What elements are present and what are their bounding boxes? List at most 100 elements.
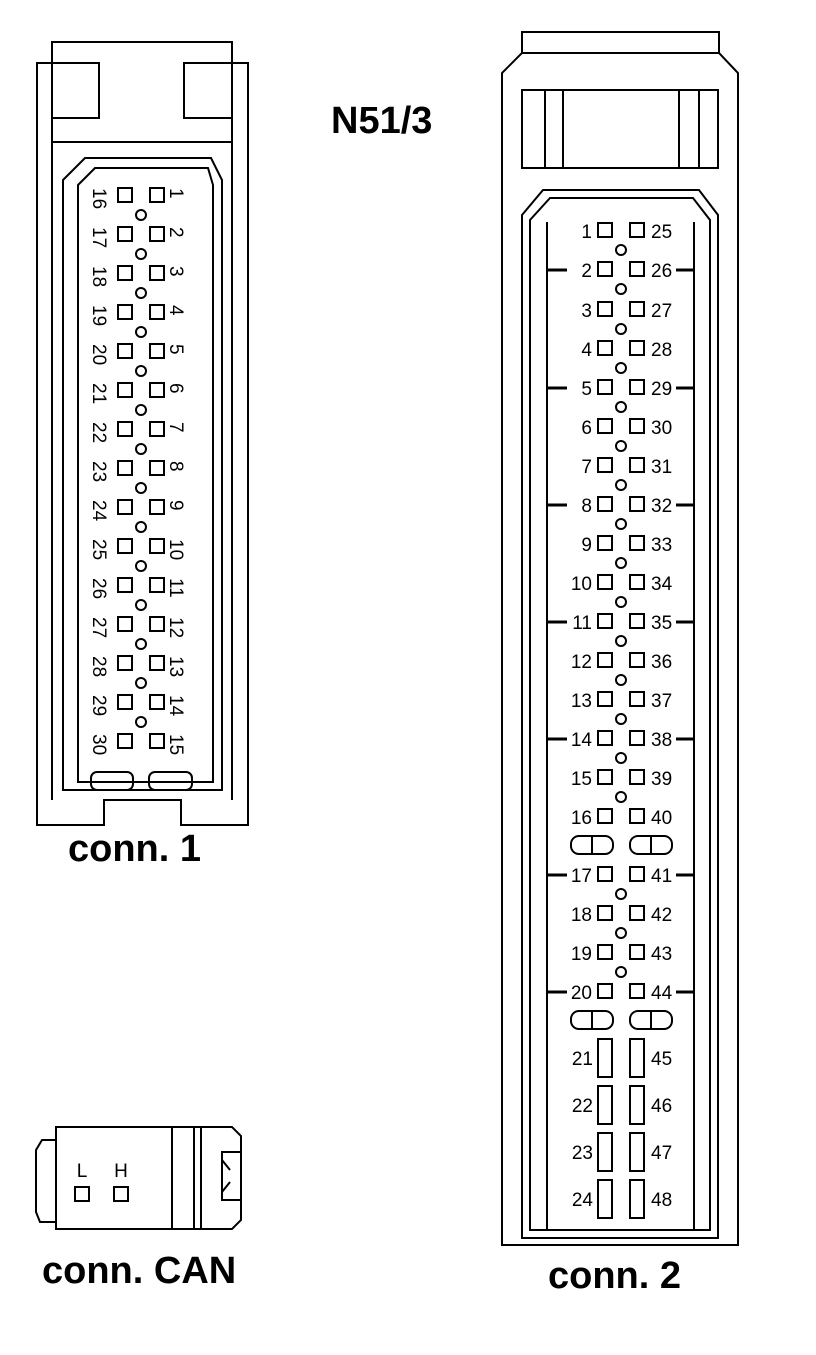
conn2-pin-label-17: 17 <box>571 866 592 887</box>
conn2-pin-4 <box>597 340 613 356</box>
conn2-polarization-dot <box>615 791 627 803</box>
conn2-pin-39 <box>629 769 645 785</box>
conn1-latch-left <box>51 62 100 119</box>
conn2-polarization-dot <box>615 927 627 939</box>
conn1-pin-label-7: 7 <box>165 422 186 433</box>
conn1-pin-label-5: 5 <box>165 344 186 355</box>
conn2-pin-label-23: 23 <box>572 1143 593 1164</box>
conn2-pin-23 <box>597 1132 613 1172</box>
conn2-pin-label-10: 10 <box>571 574 592 595</box>
conn1-pin-label-11: 11 <box>165 578 186 598</box>
conn1-polarization-dot <box>135 638 147 650</box>
can-latch <box>221 1151 241 1201</box>
conn2-pin-field-inner <box>529 197 711 1231</box>
conn2-polarization-dot <box>615 596 627 608</box>
conn1-polarization-dot <box>135 326 147 338</box>
conn1-pin-label-14: 14 <box>165 695 186 717</box>
can-housing <box>35 1126 242 1230</box>
conn1-polarization-dot <box>135 482 147 494</box>
conn2-pin-label-11: 11 <box>572 613 592 634</box>
conn2-pin-41 <box>629 866 645 882</box>
conn1-polarization-dot <box>135 443 147 455</box>
conn2-pin-44 <box>629 983 645 999</box>
can-latch-detail <box>221 1181 231 1193</box>
conn2-pin-22 <box>597 1085 613 1125</box>
conn1-polarization-dot <box>135 677 147 689</box>
conn2-pin-label-41: 41 <box>651 866 672 887</box>
conn2-pin-label-30: 30 <box>651 418 672 439</box>
conn1-pin-15 <box>149 733 165 749</box>
conn2-pin-7 <box>597 457 613 473</box>
conn1-pin-27 <box>117 616 133 632</box>
conn1-pin-9 <box>149 499 165 515</box>
conn1-pin-label-10: 10 <box>165 539 186 560</box>
conn2-pin-label-42: 42 <box>651 905 672 926</box>
conn2-pin-30 <box>629 418 645 434</box>
conn1-housing <box>36 41 249 826</box>
conn1-pin-18 <box>117 265 133 281</box>
conn2-polarization-dot <box>615 323 627 335</box>
conn2-pin-3 <box>597 301 613 317</box>
conn2-pin-label-7: 7 <box>581 457 592 478</box>
conn1-pin-13 <box>149 655 165 671</box>
conn1-pin-label-25: 25 <box>88 539 109 560</box>
conn2-housing <box>501 31 739 1246</box>
conn1-pin-8 <box>149 460 165 476</box>
conn2-polarization-dot <box>615 440 627 452</box>
conn2-pin-14 <box>597 730 613 746</box>
conn1-pin-21 <box>117 382 133 398</box>
conn2-pin-17 <box>597 866 613 882</box>
conn2-polarization-dot <box>615 362 627 374</box>
conn2-pin-5 <box>597 379 613 395</box>
conn2-pin-25 <box>629 222 645 238</box>
conn2-pin-label-16: 16 <box>571 808 592 829</box>
conn2-pin-label-25: 25 <box>651 222 672 243</box>
conn1-pin-11 <box>149 577 165 593</box>
conn1-pin-29 <box>117 694 133 710</box>
conn2-pin-20 <box>597 983 613 999</box>
conn1-polarization-dot <box>135 599 147 611</box>
conn1-polarization-dot <box>135 287 147 299</box>
conn2-polarization-dot <box>615 479 627 491</box>
conn1-pin-label-13: 13 <box>165 656 186 677</box>
conn1-pin-label-9: 9 <box>165 500 186 511</box>
conn1-pin-28 <box>117 655 133 671</box>
conn1-pin-label-29: 29 <box>88 695 109 716</box>
conn2-pin-48 <box>629 1179 645 1219</box>
conn2-pin-label-18: 18 <box>571 905 592 926</box>
conn2-pin-46 <box>629 1085 645 1125</box>
conn1-pin-24 <box>117 499 133 515</box>
conn1-pin-label-30: 30 <box>88 734 109 755</box>
conn2-pin-label-29: 29 <box>651 379 672 400</box>
conn2-pin-26 <box>629 261 645 277</box>
conn1-pin-label-19: 19 <box>88 305 109 326</box>
conn2-pin-43 <box>629 944 645 960</box>
conn2-pin-19 <box>597 944 613 960</box>
conn2-pin-label-48: 48 <box>651 1190 672 1211</box>
conn2-polarization-dot <box>615 713 627 725</box>
conn1-polarization-dot <box>135 248 147 260</box>
conn1-pin-label-27: 27 <box>88 617 109 638</box>
conn1-pin-26 <box>117 577 133 593</box>
conn1-pin-6 <box>149 382 165 398</box>
conn1-pin-12 <box>149 616 165 632</box>
conn2-pin-label-19: 19 <box>571 944 592 965</box>
conn2-pin-2 <box>597 261 613 277</box>
conn1-pin-3 <box>149 265 165 281</box>
conn1-pin-field-inner <box>77 167 214 783</box>
conn2-pin-field <box>521 189 719 1239</box>
conn2-pin-label-4: 4 <box>581 340 592 361</box>
can-latch-detail <box>221 1159 231 1171</box>
conn2-pin-28 <box>629 340 645 356</box>
conn2-pin-31 <box>629 457 645 473</box>
conn2-pin-42 <box>629 905 645 921</box>
conn2-pin-label-13: 13 <box>571 691 592 712</box>
conn1-pin-label-3: 3 <box>165 266 186 277</box>
conn1-label: conn. 1 <box>68 828 202 870</box>
conn1-pin-label-28: 28 <box>88 656 109 677</box>
conn1-pin-20 <box>117 343 133 359</box>
conn2-polarization-dot <box>615 888 627 900</box>
conn2-pin-label-14: 14 <box>571 730 593 751</box>
conn1-polarization-dot <box>135 365 147 377</box>
